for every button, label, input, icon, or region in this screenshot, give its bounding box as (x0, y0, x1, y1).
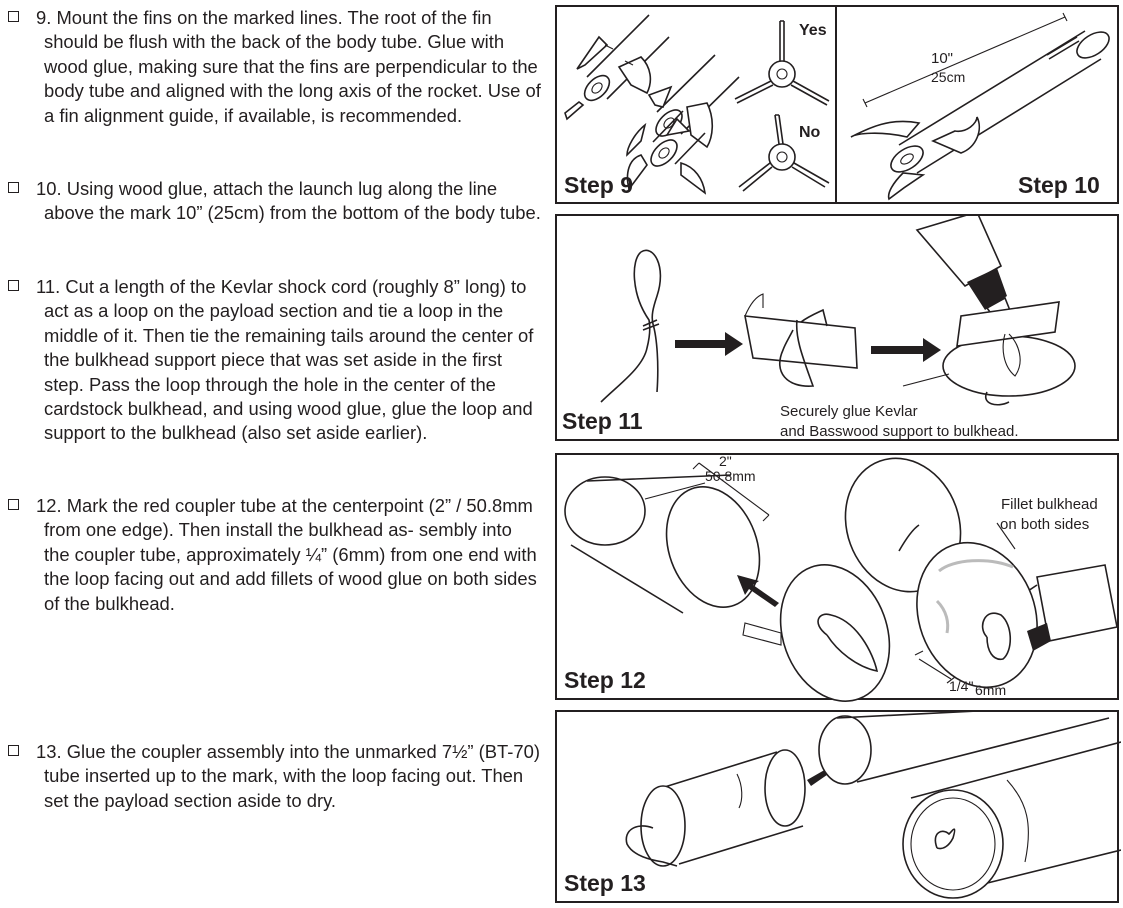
fin-mounting-illustration (564, 14, 830, 195)
step-text: Using wood glue, attach the launch lug a… (44, 178, 541, 224)
step-text: Cut a length of the Kevlar shock cord (r… (44, 276, 534, 444)
step-number: 10. (36, 178, 62, 199)
kevlar-cord (600, 251, 651, 403)
payload-section (902, 789, 1004, 899)
depth-inches: 1/4" (949, 678, 974, 694)
step-number: 11. (36, 276, 61, 297)
dimension-inches: 10" (931, 50, 954, 67)
basswood-support (744, 315, 858, 369)
glue-bottle (1036, 564, 1118, 642)
payload-assembly-illustration (625, 712, 1121, 899)
step-11-instruction: 11. Cut a length of the Kevlar shock cor… (8, 275, 542, 446)
step-12-figure: 2" 50.8mm Fillet bulkhead on both sides … (555, 453, 1119, 702)
step-10-figure: 10" 25cm Step 10 (835, 5, 1119, 204)
step-10-instruction: 10. Using wood glue, attach the launch l… (8, 177, 542, 226)
arrow (675, 332, 743, 356)
glue-fillet (938, 559, 1014, 573)
checkbox[interactable] (8, 182, 19, 193)
step-number: 13. (36, 741, 62, 762)
fillet-note-line2: on both sides (1000, 516, 1090, 533)
shock-cord-illustration (600, 216, 1076, 406)
step-9-instruction: 9. Mount the fins on the marked lines. T… (8, 6, 542, 128)
checkbox[interactable] (8, 11, 19, 22)
step-9-figure: Yes No Step 9 (555, 5, 838, 204)
step-text: Mount the fins on the marked lines. The … (44, 7, 541, 126)
step-11-figure: Securely glue Kevlar and Basswood suppor… (555, 214, 1119, 441)
depth-mm: 6mm (975, 682, 1007, 698)
glue-caption-line1: Securely glue Kevlar (780, 403, 918, 420)
correct-alignment-diagram (734, 20, 830, 106)
coupler-tube (564, 476, 646, 546)
yes-label: Yes (799, 22, 827, 39)
bulkhead-assembly (779, 564, 891, 702)
step-10-label: Step 10 (1018, 172, 1100, 198)
step-12-label: Step 12 (564, 667, 646, 693)
fillet-note-line1: Fillet bulkhead (1001, 496, 1098, 513)
dimension-cm: 25cm (931, 69, 966, 85)
glue-caption-line2: and Basswood support to bulkhead. (780, 423, 1019, 440)
bt70-tube (818, 715, 872, 785)
step-9-label: Step 9 (564, 172, 634, 198)
step-13-instruction: 13. Glue the coupler assembly into the u… (8, 740, 542, 813)
step-13-label: Step 13 (564, 870, 646, 896)
checkbox[interactable] (8, 745, 19, 756)
checkbox[interactable] (8, 499, 19, 510)
step-11-label: Step 11 (562, 408, 643, 434)
fin (850, 120, 921, 138)
step-number: 12. (36, 495, 62, 516)
step-number: 9. (36, 7, 52, 28)
step-text: Glue the coupler assembly into the unmar… (44, 741, 540, 811)
dimension-inches: 2" (719, 453, 732, 469)
dimension-mm: 50.8mm (705, 468, 756, 484)
coupler-bulkhead-illustration (564, 457, 1118, 702)
coupler-assembly (654, 751, 804, 865)
step-text: Mark the red coupler tube at the centerp… (44, 495, 537, 614)
step-13-figure: Step 13 (555, 710, 1121, 903)
checkbox[interactable] (8, 280, 19, 291)
launch-lug-illustration (850, 12, 1110, 201)
launch-lug (1046, 36, 1080, 60)
fin (564, 100, 585, 121)
arrow (871, 338, 941, 362)
step-12-instruction: 12. Mark the red coupler tube at the cen… (8, 494, 542, 616)
glue-bottle (915, 216, 1003, 288)
arrow (737, 575, 779, 607)
incorrect-alignment-diagram (738, 114, 830, 192)
no-label: No (799, 124, 821, 141)
